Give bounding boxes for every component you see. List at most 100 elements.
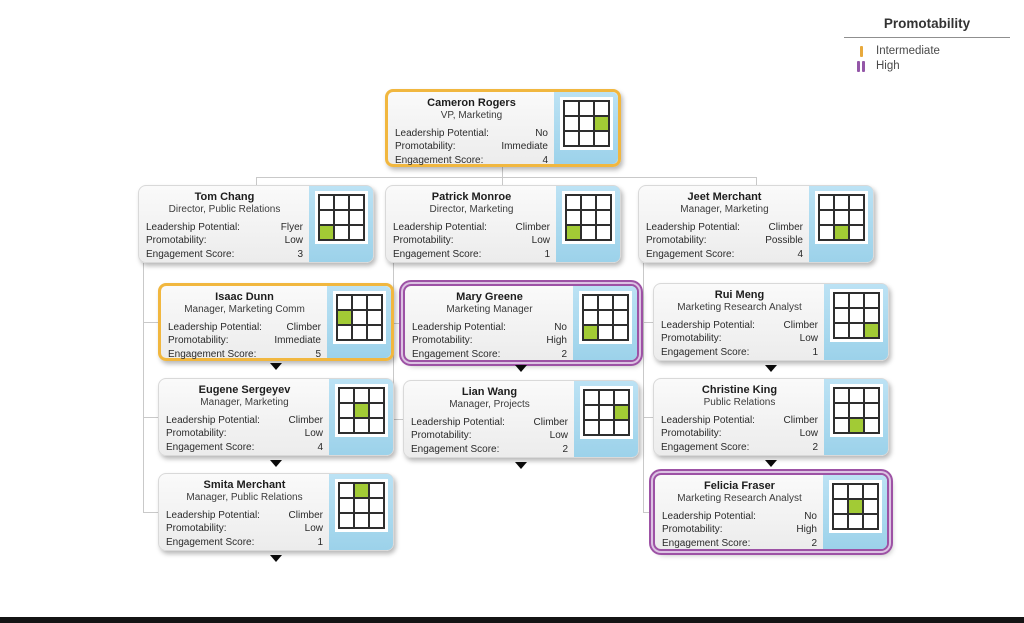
- nine-box-grid-icon: [334, 384, 388, 437]
- org-card-patrick-monroe[interactable]: Patrick Monroe Director, Marketing Leade…: [385, 185, 621, 263]
- employee-title: Manager, Marketing: [200, 397, 289, 409]
- org-card-felicia-fraser[interactable]: Felicia Fraser Marketing Research Analys…: [653, 473, 889, 551]
- nine-box-cell: [369, 499, 383, 512]
- nine-box-grid-icon: [579, 386, 633, 439]
- field-value: Climber: [288, 510, 323, 522]
- nine-box-cell-highlighted: [849, 419, 863, 432]
- expand-collapse-arrow-icon[interactable]: [270, 363, 282, 370]
- expand-collapse-arrow-icon[interactable]: [765, 460, 777, 467]
- nine-box-cell: [369, 514, 383, 527]
- org-card-jeet-merchant[interactable]: Jeet Merchant Manager, Marketing Leaders…: [638, 185, 874, 263]
- nine-box-cell: [614, 421, 628, 434]
- card-info: Mary Greene Marketing Manager Leadership…: [405, 286, 573, 360]
- field-label: Leadership Potential:: [393, 222, 487, 234]
- nine-box-panel: [556, 186, 620, 262]
- legend-items: Intermediate High: [844, 38, 1010, 72]
- employee-name: Eugene Sergeyev: [198, 384, 291, 396]
- org-card-mary-greene[interactable]: Mary Greene Marketing Manager Leadership…: [403, 284, 639, 372]
- legend-item-label: Intermediate: [876, 45, 940, 57]
- nine-box-cell: [581, 196, 595, 209]
- field-value: Low: [284, 235, 303, 247]
- connector-line: [643, 512, 653, 513]
- expand-collapse-arrow-icon[interactable]: [270, 555, 282, 562]
- nine-box-cell: [819, 211, 833, 224]
- org-card-smita-merchant[interactable]: Smita Merchant Manager, Public Relations…: [158, 473, 394, 562]
- nine-box-cell: [354, 389, 368, 402]
- nine-box-cell: [339, 484, 353, 497]
- nine-box-cell-highlighted: [583, 326, 597, 339]
- employee-title: Marketing Manager: [446, 304, 533, 316]
- field-value: Climber: [515, 222, 550, 234]
- field-label: Promotability:: [661, 333, 722, 345]
- field-value: 2: [812, 441, 818, 453]
- nine-box-panel: [824, 379, 888, 455]
- connector-line: [256, 177, 257, 185]
- nine-box-cell-highlighted: [337, 311, 351, 324]
- nine-box-cell: [613, 296, 627, 309]
- nine-box-grid-icon: [332, 291, 386, 344]
- field-label: Promotability:: [393, 235, 454, 247]
- nine-box-cell: [352, 326, 366, 339]
- field-value: Low: [549, 430, 568, 442]
- legend-title: Promotability: [844, 16, 1010, 38]
- employee-title: Marketing Research Analyst: [677, 493, 802, 505]
- high-bars-icon: [854, 60, 868, 72]
- field-value: Possible: [765, 235, 803, 247]
- org-card-christine-king[interactable]: Christine King Public Relations Leadersh…: [653, 378, 889, 467]
- nine-box-cell: [579, 117, 593, 130]
- employee-title: Manager, Public Relations: [186, 492, 303, 504]
- connector-line: [643, 417, 653, 418]
- connector-line: [393, 323, 403, 324]
- nine-box-cell: [849, 196, 863, 209]
- card-info: Christine King Public Relations Leadersh…: [654, 379, 824, 455]
- connector-line: [256, 177, 757, 178]
- org-card-isaac-dunn[interactable]: Isaac Dunn Manager, Marketing Comm Leade…: [158, 283, 394, 370]
- card-info: Tom Chang Director, Public Relations Lea…: [139, 186, 309, 262]
- nine-box-cell: [864, 404, 878, 417]
- nine-box-grid-icon: [314, 191, 368, 244]
- nine-box-cell: [334, 196, 348, 209]
- nine-box-cell: [583, 311, 597, 324]
- nine-box-panel: [554, 92, 618, 164]
- nine-box-panel: [809, 186, 873, 262]
- nine-box-cell-highlighted: [354, 404, 368, 417]
- employee-title: Manager, Projects: [449, 399, 530, 411]
- field-label: Promotability:: [166, 523, 227, 535]
- field-label: Promotability:: [646, 235, 707, 247]
- nine-box-cell: [834, 389, 848, 402]
- nine-box-cell: [598, 311, 612, 324]
- org-card-rui-meng[interactable]: Rui Meng Marketing Research Analyst Lead…: [653, 283, 889, 372]
- connector-line: [643, 263, 644, 512]
- employee-name: Christine King: [701, 384, 778, 396]
- nine-box-cell: [848, 515, 862, 528]
- expand-collapse-arrow-icon[interactable]: [270, 460, 282, 467]
- nine-box-panel: [824, 284, 888, 360]
- org-card-cameron-rogers[interactable]: Cameron Rogers VP, Marketing Leadership …: [385, 89, 621, 167]
- nine-box-grid-icon: [578, 291, 632, 344]
- nine-box-cell: [594, 132, 608, 145]
- nine-box-cell: [339, 404, 353, 417]
- nine-box-cell: [849, 324, 863, 337]
- expand-collapse-arrow-icon[interactable]: [515, 462, 527, 469]
- field-label: Engagement Score:: [395, 154, 484, 166]
- field-label: Promotability:: [411, 430, 472, 442]
- nine-box-cell: [579, 102, 593, 115]
- expand-collapse-arrow-icon[interactable]: [765, 365, 777, 372]
- field-label: Leadership Potential:: [166, 415, 260, 427]
- field-value: Flyer: [280, 222, 303, 234]
- nine-box-cell: [369, 484, 383, 497]
- nine-box-cell: [594, 102, 608, 115]
- org-card-eugene-sergeyev[interactable]: Eugene Sergeyev Manager, Marketing Leade…: [158, 378, 394, 467]
- org-card-lian-wang[interactable]: Lian Wang Manager, Projects Leadership P…: [403, 380, 639, 469]
- nine-box-cell: [614, 391, 628, 404]
- field-value: Climber: [783, 320, 818, 332]
- employee-name: Smita Merchant: [203, 479, 286, 491]
- nine-box-panel: [329, 379, 393, 455]
- nine-box-cell: [834, 211, 848, 224]
- field-value: Immediate: [274, 335, 321, 347]
- org-card-tom-chang[interactable]: Tom Chang Director, Public Relations Lea…: [138, 185, 374, 263]
- nine-box-cell: [834, 419, 848, 432]
- expand-collapse-arrow-icon[interactable]: [515, 365, 527, 372]
- nine-box-cell: [349, 226, 363, 239]
- employee-title: Director, Marketing: [429, 204, 514, 216]
